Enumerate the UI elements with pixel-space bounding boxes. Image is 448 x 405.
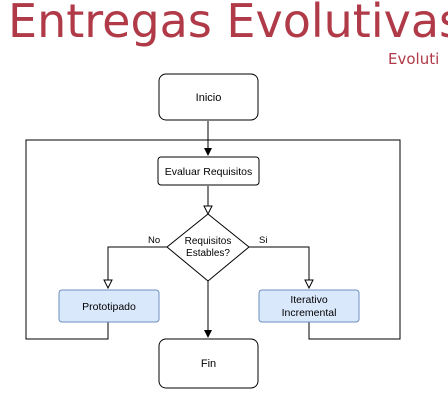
iterative-incremental-node: Iterativo Incremental (258, 289, 360, 323)
page-title: Entregas Evolutivas (8, 0, 448, 48)
evaluate-requirements-label: Evaluar Requisitos (165, 166, 253, 178)
end-node-label: Fin (201, 358, 216, 370)
start-node-label: Inicio (196, 92, 222, 104)
prototype-node: Prototipado (58, 289, 160, 323)
connector-yes-branch (249, 246, 309, 288)
decision-node: Requisitos Estables? (166, 213, 250, 282)
iterative-label-line2: Incremental (282, 307, 337, 319)
decision-label-line1: Requisitos (185, 236, 232, 247)
decision-label-line2: Estables? (186, 248, 230, 259)
end-node: Fin (158, 338, 259, 389)
start-node: Inicio (158, 73, 259, 121)
loop-frame (25, 139, 401, 340)
connector-no-branch (108, 246, 167, 288)
page-subtitle: Evoluti (388, 50, 440, 68)
iterative-label-line1: Iterativo (290, 294, 328, 306)
branch-yes-label: Si (259, 235, 267, 246)
branch-no-label: No (148, 235, 160, 246)
evaluate-requirements-node: Evaluar Requisitos (157, 156, 260, 186)
prototype-label: Prototipado (82, 301, 136, 313)
